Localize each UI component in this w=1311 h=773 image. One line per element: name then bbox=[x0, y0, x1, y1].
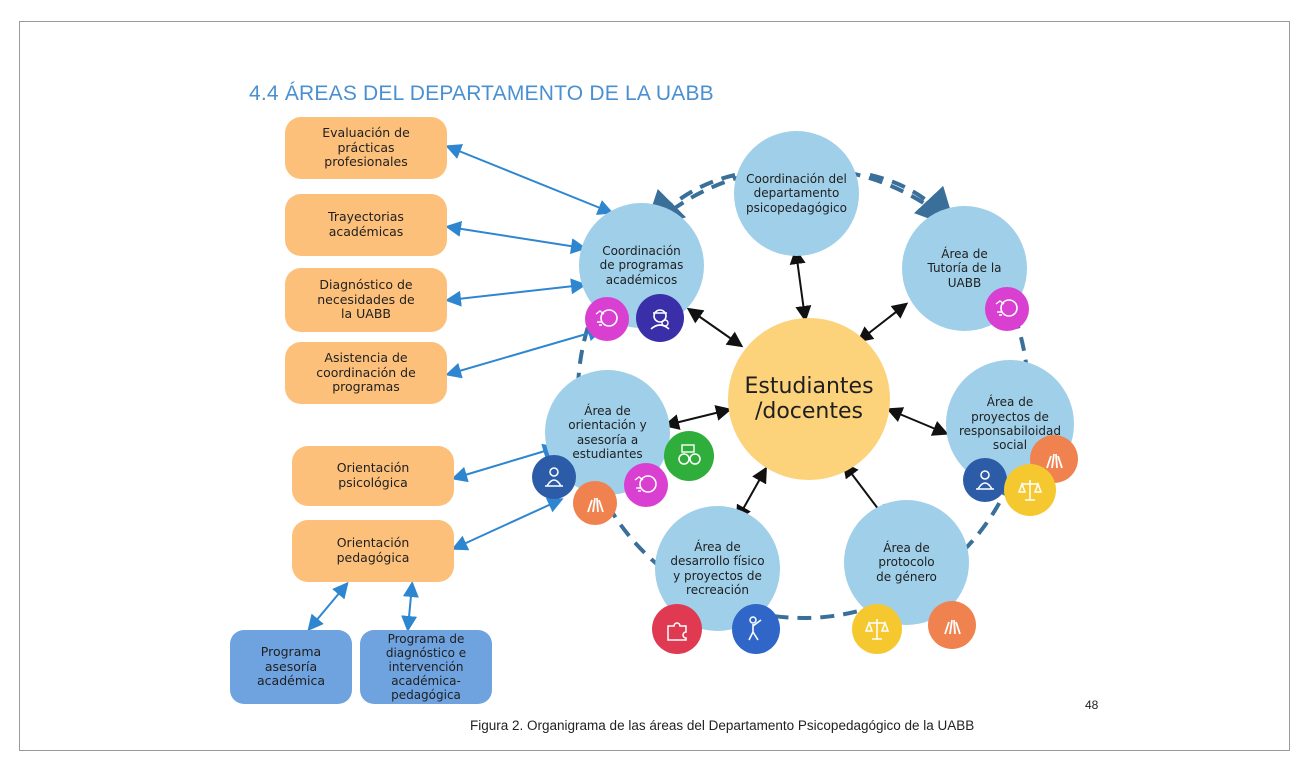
arrow-evaluacion bbox=[445, 144, 614, 215]
arrow-center-programas bbox=[686, 307, 744, 348]
arrow-center-tutoria bbox=[856, 302, 909, 343]
arrow-trayectorias bbox=[445, 220, 587, 255]
arrow-center-responsabilidad bbox=[886, 407, 949, 436]
arrow-programa-diagnostico bbox=[401, 581, 419, 632]
box-evaluacion-practicas: Evaluación de prácticas profesionales bbox=[285, 117, 447, 179]
teamwork-hands-icon bbox=[928, 601, 976, 649]
justice-scale-icon bbox=[852, 604, 902, 654]
education-icon bbox=[624, 463, 668, 507]
page-frame bbox=[19, 21, 1290, 751]
box-trayectorias: Trayectorias académicas bbox=[285, 194, 447, 256]
arrow-diagnostico bbox=[445, 278, 587, 307]
education-icon bbox=[985, 287, 1029, 331]
box-diagnostico-necesidades: Diagnóstico de necesidades de la UABB bbox=[285, 268, 447, 332]
arrow-psicologica bbox=[451, 443, 559, 483]
box-programa-diagnostico: Programa de diagnóstico e intervención a… bbox=[360, 630, 492, 704]
arrow-center-orientacion bbox=[663, 405, 732, 430]
arrow-asistencia bbox=[445, 325, 604, 379]
box-asistencia-coordinacion: Asistencia de coordinación de programas bbox=[285, 342, 447, 404]
page-title: 4.4 ÁREAS DEL DEPARTAMENTO DE LA UABB bbox=[249, 82, 714, 105]
node-tutoria: Área de Tutoría de la UABB bbox=[902, 206, 1027, 331]
node-orientacion-asesoria: Área de orientación y asesoría a estudia… bbox=[545, 370, 670, 495]
box-orientacion-psicologica: Orientación psicológica bbox=[292, 446, 454, 506]
dialogue-icon bbox=[664, 431, 714, 481]
page-number: 48 bbox=[1085, 698, 1099, 712]
arrow-center-desarrollo bbox=[736, 466, 767, 522]
arrow-programa-asesoria bbox=[307, 581, 349, 632]
exercise-icon bbox=[732, 604, 780, 654]
node-coordinacion-departamento: Coordinación del departamento psicopedag… bbox=[734, 131, 859, 256]
box-orientacion-pedagogica: Orientación pedagógica bbox=[292, 520, 454, 582]
counseling-icon bbox=[963, 458, 1007, 502]
ring-arrow-left bbox=[643, 173, 736, 232]
teamwork-hands-icon bbox=[573, 481, 617, 525]
arrow-pedagogica bbox=[451, 497, 564, 551]
justice-scale-icon bbox=[1004, 464, 1056, 516]
arrow-center-top bbox=[789, 248, 812, 322]
engineer-icon bbox=[636, 294, 684, 342]
education-icon bbox=[585, 297, 629, 341]
counseling-icon bbox=[532, 455, 576, 499]
figure-caption: Figura 2. Organigrama de las áreas del D… bbox=[470, 718, 975, 733]
center-estudiantes-docentes: Estudiantes /docentes bbox=[728, 318, 890, 480]
puzzle-icon bbox=[652, 604, 702, 654]
box-programa-asesoria: Programa asesoría académica bbox=[230, 630, 352, 704]
